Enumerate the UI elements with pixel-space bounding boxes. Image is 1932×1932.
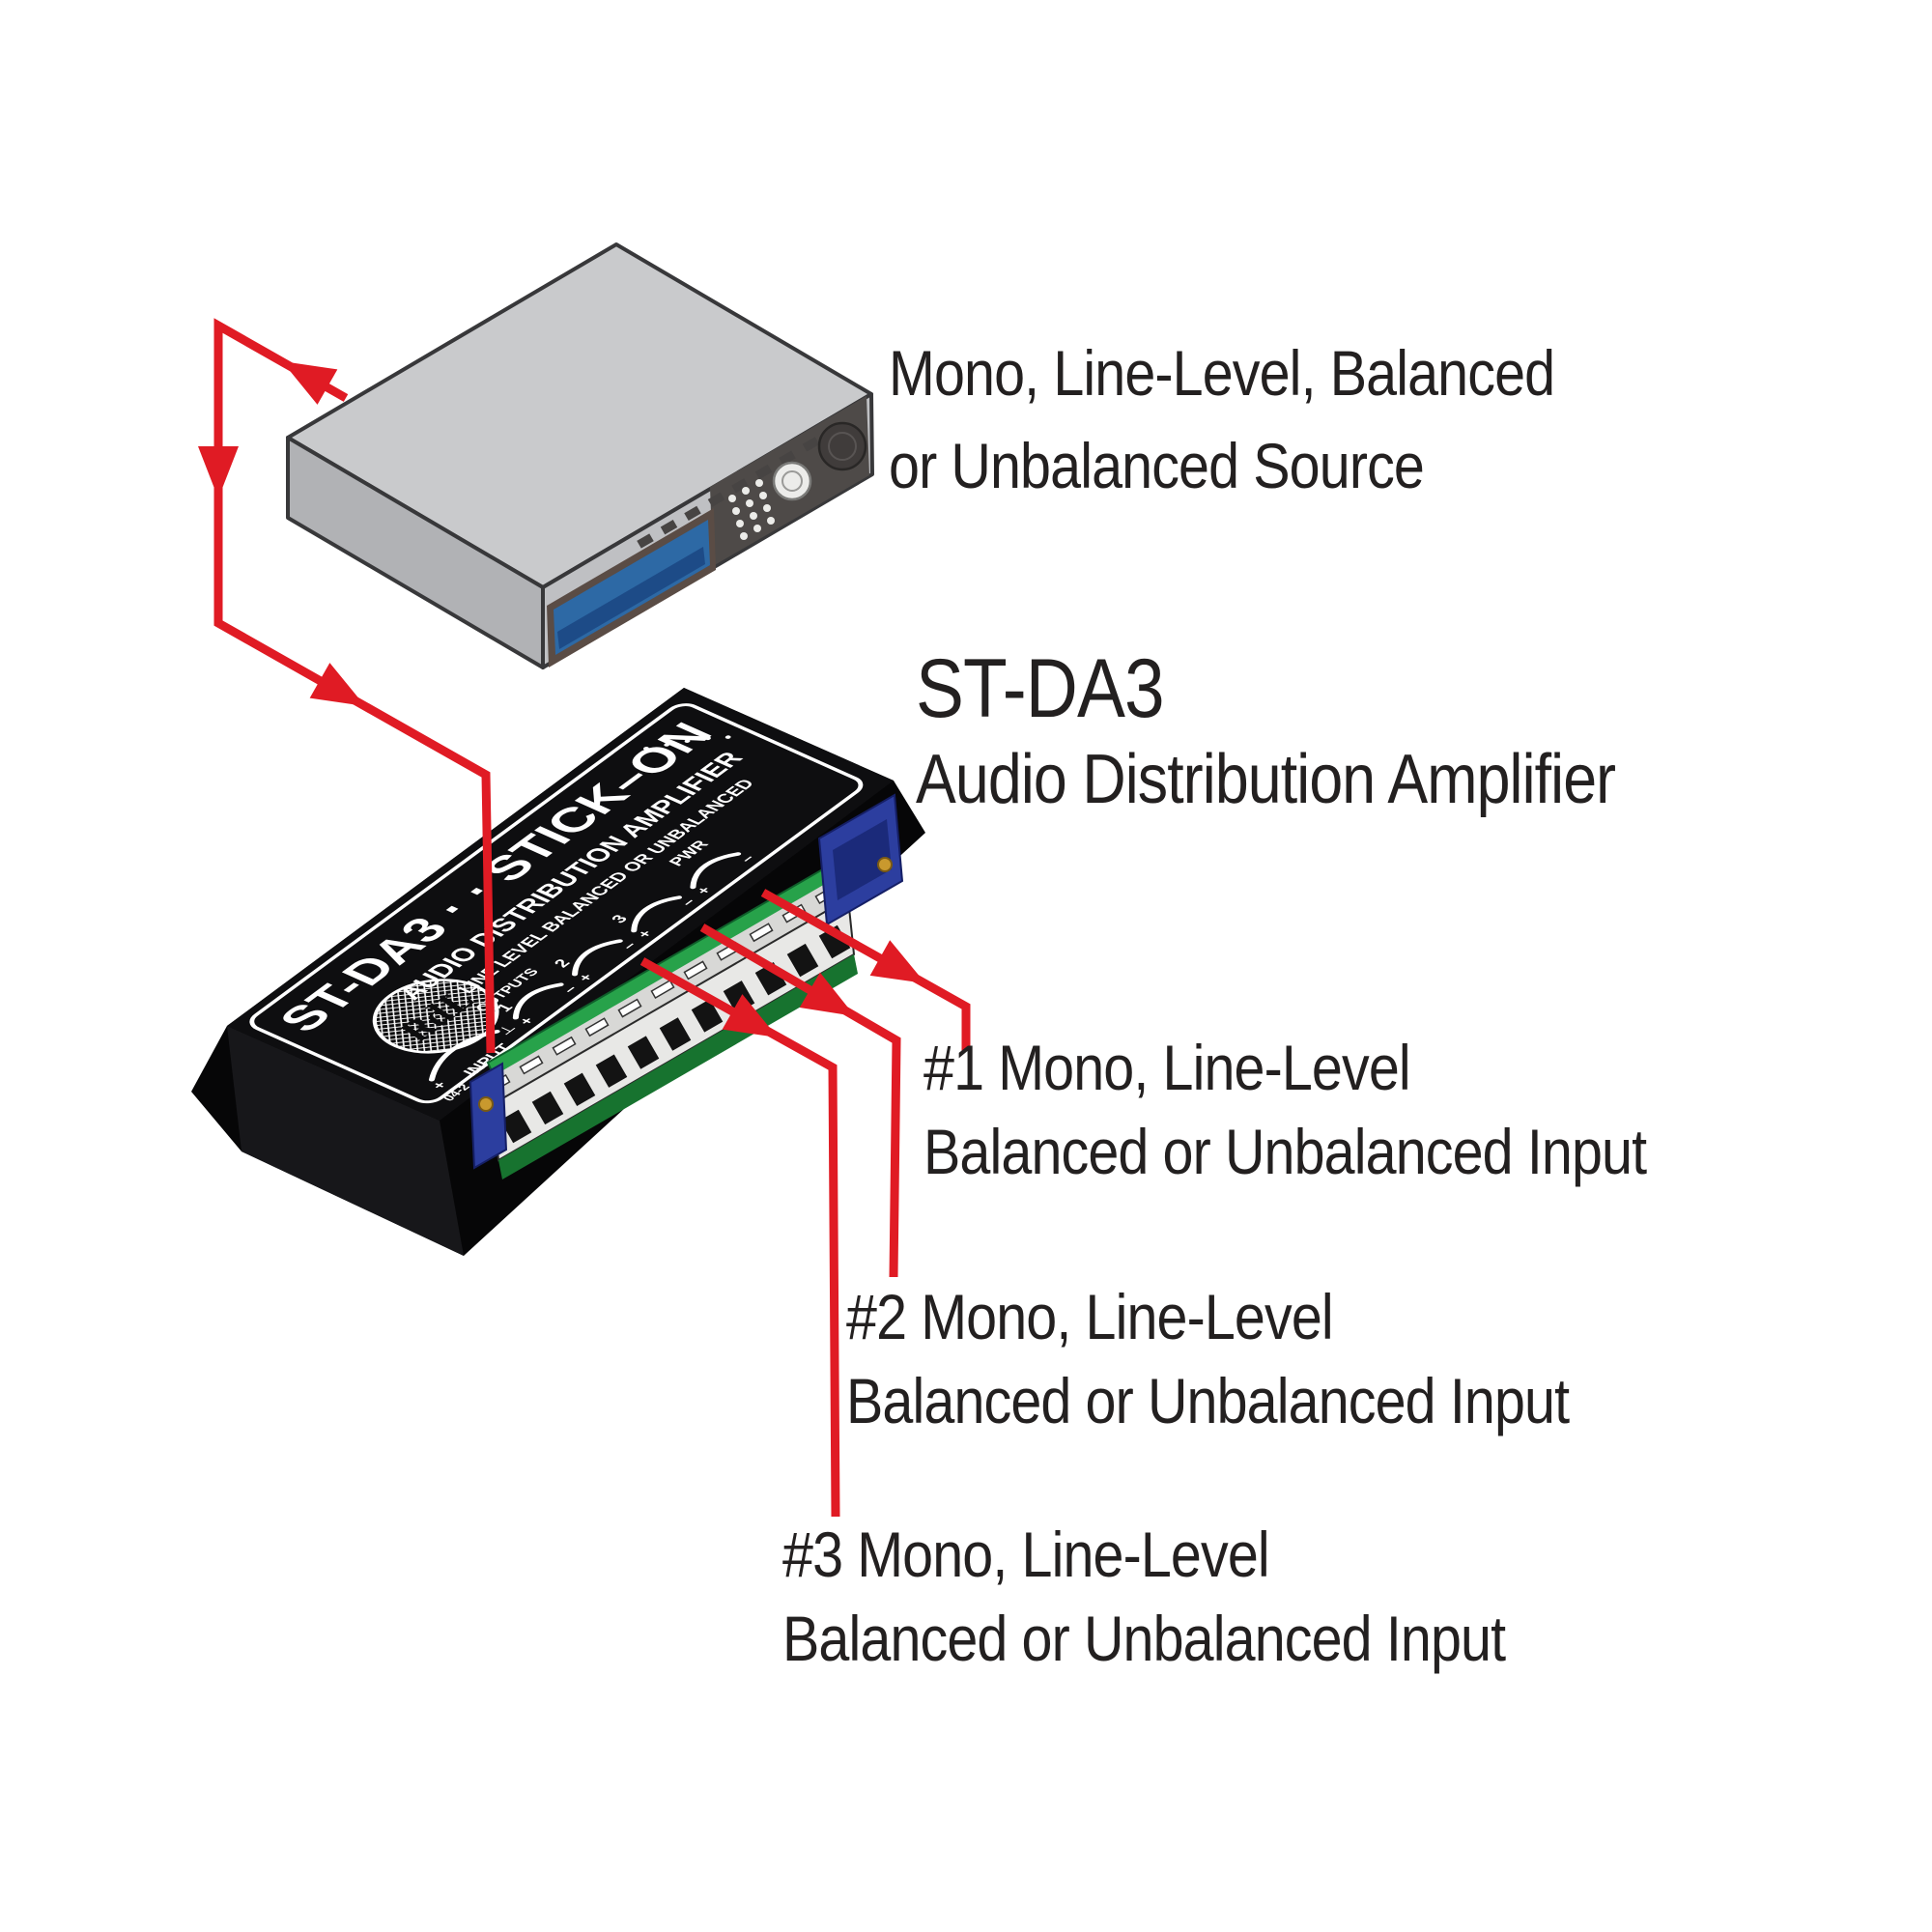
amplifier-illustration: RdL ST-DA3 · · STICK–ON AUDIO DISTRIBUTI… (191, 688, 925, 1256)
source-button-row (637, 437, 820, 549)
right-connector-shade (833, 819, 892, 900)
arrow-output1-icon (869, 940, 936, 1002)
output2-line (699, 923, 901, 1278)
output1-line (760, 889, 971, 1051)
left-screw-icon (478, 1096, 494, 1112)
output1-line2: Balanced or Unbalanced Input (923, 1116, 1647, 1187)
device-subtitle: Audio Distribution Amplifier (916, 741, 1616, 818)
source-dial (772, 461, 812, 501)
arrow-to-source-icon (271, 343, 338, 405)
source-device-illustration (286, 242, 874, 669)
source-annotation: Mono, Line-Level, Balanced or Unbalanced… (889, 327, 1555, 512)
pcb-edge-front (498, 954, 858, 1179)
source-knob-ring (828, 432, 857, 461)
arrow-to-amp-icon (309, 663, 376, 724)
output1-line1: #1 Mono, Line-Level (923, 1032, 1411, 1103)
arrow-down-icon (198, 446, 239, 498)
faceplate-border (249, 703, 864, 1104)
display-screen-shade (557, 547, 705, 649)
output3-bracket (631, 895, 682, 933)
source-to-input-line (213, 318, 496, 1054)
source-dial-inner (781, 470, 803, 492)
output3-line1: #3 Mono, Line-Level (782, 1519, 1270, 1590)
output1-bracket (512, 982, 564, 1020)
output3-line (639, 957, 840, 1518)
source-knob (817, 421, 867, 471)
signal-flow-lines (198, 318, 971, 1518)
terminal-holes (499, 924, 851, 1144)
faceplate-corner-marks (642, 735, 731, 751)
pwr-bracket (690, 852, 742, 890)
output2-line2: Balanced or Unbalanced Input (846, 1365, 1570, 1436)
output1-annotation: #1 Mono, Line-Level Balanced or Unbalanc… (923, 1026, 1647, 1194)
source-keypad (728, 479, 775, 540)
right-screw-icon (877, 857, 893, 872)
device-title: ST-DA3 (916, 642, 1165, 735)
source-annotation-line2: or Unbalanced Source (889, 430, 1425, 501)
output2-bracket (572, 939, 623, 977)
output2-line1: #2 Mono, Line-Level (846, 1281, 1334, 1352)
amplifier-left-face (227, 1026, 464, 1256)
output3-line2: Balanced or Unbalanced Input (782, 1603, 1506, 1674)
output3-annotation: #3 Mono, Line-Level Balanced or Unbalanc… (782, 1513, 1506, 1681)
output2-annotation: #2 Mono, Line-Level Balanced or Unbalanc… (846, 1275, 1570, 1443)
source-annotation-line1: Mono, Line-Level, Balanced (889, 337, 1555, 409)
left-end-connector (469, 1062, 508, 1170)
